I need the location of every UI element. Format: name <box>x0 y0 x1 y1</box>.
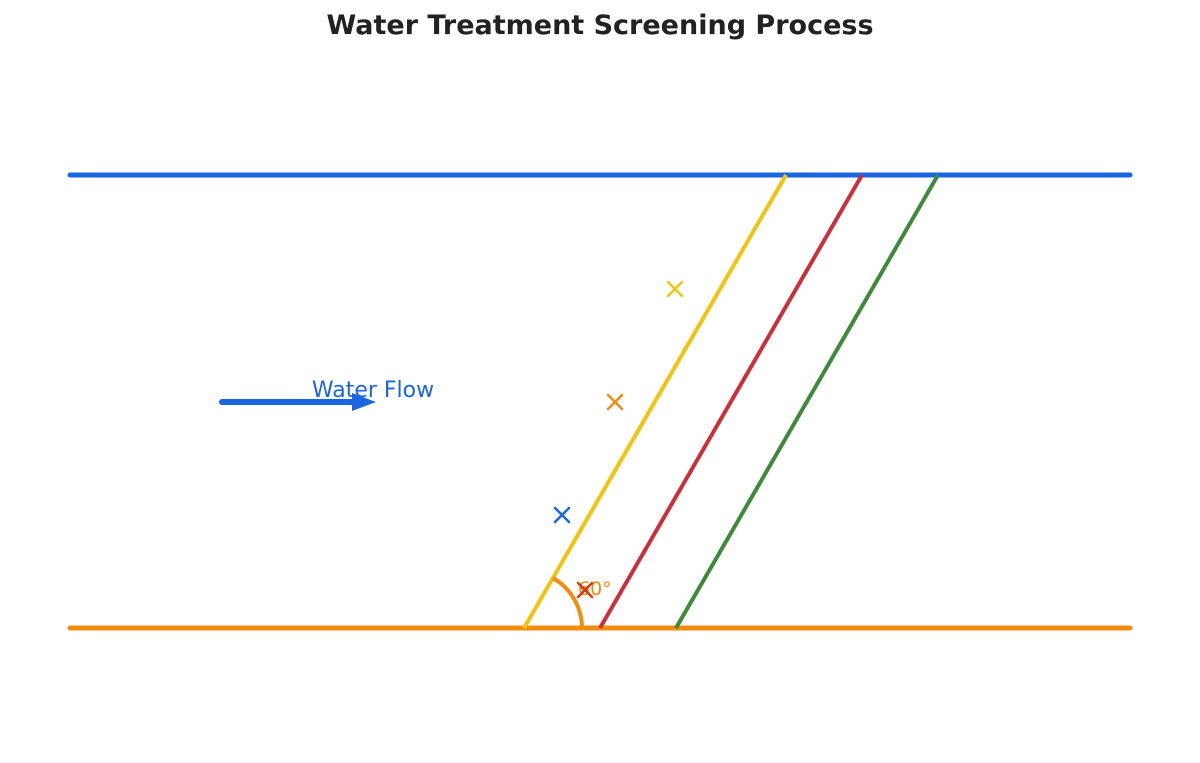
angle-arc <box>551 576 584 629</box>
debris-marker-yellow <box>666 280 684 298</box>
screen-red <box>598 173 864 630</box>
screen-green <box>674 173 940 630</box>
angle-label: 60° <box>578 578 612 600</box>
debris-marker-blue <box>553 506 571 524</box>
diagram-title: Water Treatment Screening Process <box>326 10 874 41</box>
water-flow-arrow <box>219 393 376 411</box>
debris-marker-red <box>576 581 594 599</box>
screen-yellow <box>522 173 788 630</box>
debris-marker-orange <box>606 393 624 411</box>
water-flow-label: Water Flow <box>312 378 434 403</box>
